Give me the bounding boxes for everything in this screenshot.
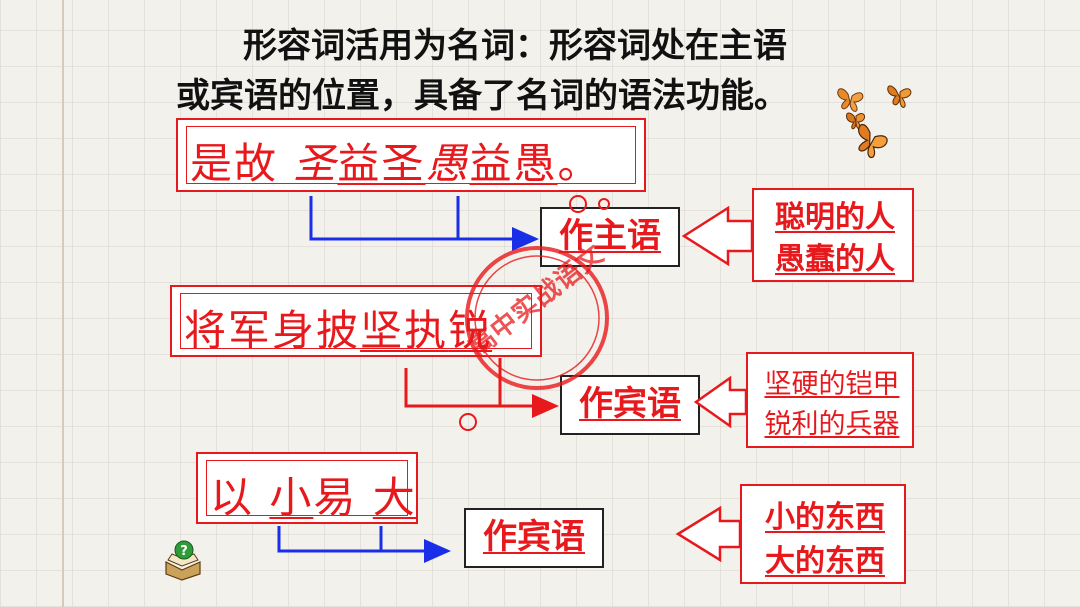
sentence-box-3: 以 小易 大 <box>196 452 418 524</box>
bracket-arrow-2 <box>404 358 559 418</box>
title-line-1: 形容词活用为名词：形容词处在主语 <box>243 26 787 66</box>
role-box-subject: 作主语 <box>540 207 680 267</box>
butterfly-icon <box>846 112 865 130</box>
title-line-2: 或宾语的位置，具备了名词的语法功能。 <box>176 76 788 116</box>
answer-2a: 坚硬的铠甲 <box>764 369 900 400</box>
hollow-arrow-left-2 <box>693 375 748 429</box>
butterfly-icon <box>858 124 888 159</box>
role-box-object-2: 作宾语 <box>464 508 604 568</box>
watermark-stamp-ring <box>465 246 609 390</box>
small-circle-2 <box>598 198 610 210</box>
answer-3a: 小的东西 <box>765 500 885 535</box>
small-circle-1 <box>569 195 587 213</box>
small-circle-3 <box>459 413 477 431</box>
role-box-object-1: 作宾语 <box>560 375 700 435</box>
book-question-icon: ? <box>165 540 201 581</box>
answer-3b: 大的东西 <box>765 544 885 579</box>
watermark-stamp-text: 高中实战语文 <box>463 239 610 363</box>
butterfly-icon <box>837 88 864 112</box>
answer-1b: 愚蠢的人 <box>775 242 895 277</box>
answer-box-3: 小的东西 大的东西 <box>740 484 906 584</box>
hollow-arrow-left-1 <box>681 205 754 267</box>
butterfly-icon <box>887 85 912 108</box>
bracket-arrow-1 <box>309 196 539 251</box>
hollow-arrow-left-3 <box>675 505 742 563</box>
bracket-arrow-3 <box>277 526 451 563</box>
sentence-box-2: 将军身披坚执锐 <box>170 285 542 357</box>
answer-1a: 聪明的人 <box>775 200 895 235</box>
svg-text:?: ? <box>180 544 188 559</box>
notebook-margin-line <box>62 0 64 607</box>
sentence-box-1: 是故 圣益圣愚益愚。 <box>176 118 646 192</box>
answer-2b: 锐利的兵器 <box>764 409 900 440</box>
